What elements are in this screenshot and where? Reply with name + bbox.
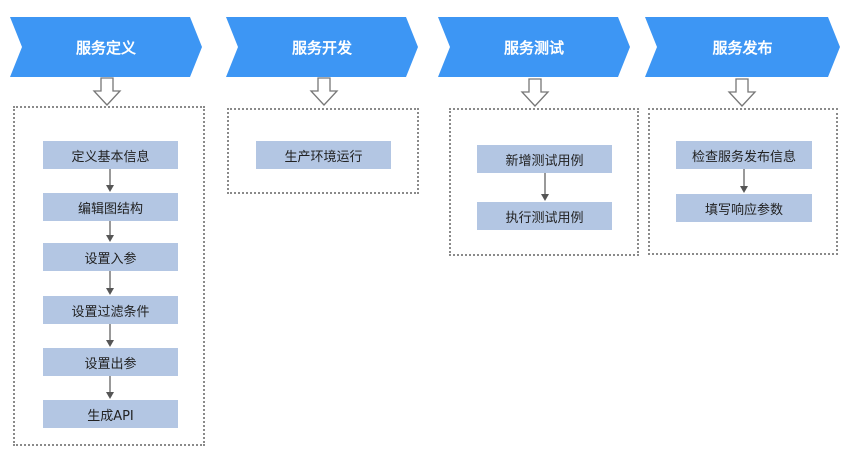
connector-arrow-icon xyxy=(106,376,114,399)
step-label: 编辑图结构 xyxy=(77,201,143,217)
step-box: 检查服务发布信息 xyxy=(676,141,812,169)
step-label: 生成API xyxy=(87,408,134,424)
step-box: 编辑图结构 xyxy=(43,193,178,221)
phase-title: 服务测试 xyxy=(503,38,564,57)
step-label: 新增测试用例 xyxy=(505,153,584,169)
connector-arrow-icon xyxy=(106,271,114,295)
phase-header-service-development: 服务开发 xyxy=(226,17,418,77)
step-box: 生产环境运行 xyxy=(256,141,391,169)
phase-group-service-definition xyxy=(13,106,205,446)
step-label: 执行测试用例 xyxy=(505,210,584,226)
step-label: 检查服务发布信息 xyxy=(691,149,796,165)
step-box: 填写响应参数 xyxy=(676,194,812,222)
step-label: 设置过滤条件 xyxy=(71,304,150,320)
connector-arrow-icon xyxy=(740,169,748,193)
step-box: 生成API xyxy=(43,400,178,428)
phase-header-service-testing: 服务测试 xyxy=(438,17,630,77)
step-box: 设置出参 xyxy=(43,348,178,376)
connector-arrow-icon xyxy=(106,169,114,192)
down-arrow-icon xyxy=(727,78,757,107)
step-label: 设置出参 xyxy=(84,356,137,372)
connector-arrow-icon xyxy=(106,221,114,242)
step-box: 设置入参 xyxy=(43,243,178,271)
phase-title: 服务发布 xyxy=(712,38,773,57)
phase-group-service-development xyxy=(227,108,419,194)
step-box: 执行测试用例 xyxy=(477,202,612,230)
step-label: 生产环境运行 xyxy=(284,149,363,165)
connector-arrow-icon xyxy=(541,173,549,201)
phase-header-service-definition: 服务定义 xyxy=(10,17,202,77)
step-box: 设置过滤条件 xyxy=(43,296,178,324)
connector-arrow-icon xyxy=(106,324,114,347)
down-arrow-icon xyxy=(309,77,339,106)
step-label: 定义基本信息 xyxy=(71,149,150,165)
down-arrow-icon xyxy=(92,77,122,106)
phase-title: 服务定义 xyxy=(75,38,136,57)
down-arrow-icon xyxy=(520,78,550,107)
phase-header-service-publishing: 服务发布 xyxy=(645,17,840,77)
step-label: 填写响应参数 xyxy=(704,202,783,218)
phase-group-service-publishing xyxy=(648,108,838,255)
step-box: 定义基本信息 xyxy=(43,141,178,169)
phase-title: 服务开发 xyxy=(291,38,352,57)
step-box: 新增测试用例 xyxy=(477,145,612,173)
step-label: 设置入参 xyxy=(84,251,137,267)
phase-group-service-testing xyxy=(449,108,639,256)
